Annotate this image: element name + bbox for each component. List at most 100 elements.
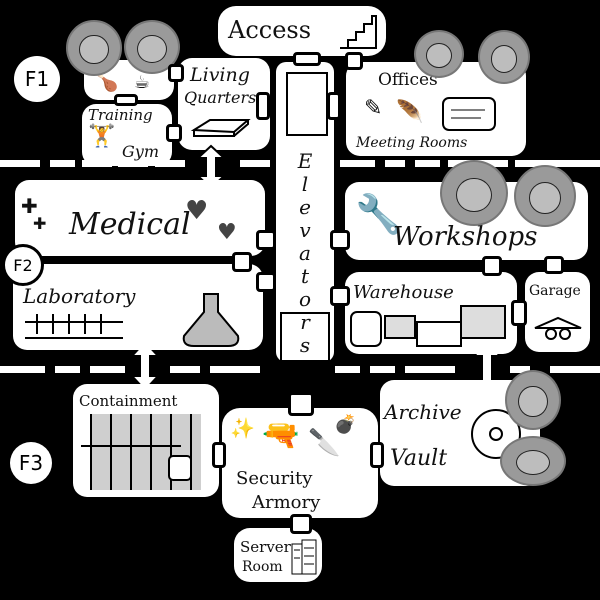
divider-dash <box>415 160 440 167</box>
workshops-label: Workshops <box>393 222 538 252</box>
archive-label: Archive <box>384 400 462 424</box>
flask-icon <box>182 293 240 347</box>
character-avatar <box>66 20 122 76</box>
divider-dash <box>385 160 405 167</box>
access-label: Access <box>228 16 312 44</box>
divider-dash <box>370 366 395 373</box>
magic-wand-icon: ✨ <box>230 416 255 440</box>
divider-dash <box>335 366 360 373</box>
room-laboratory[interactable]: Laboratory <box>13 264 263 350</box>
divider-dash <box>550 366 600 373</box>
security-label: Security <box>236 468 313 489</box>
meeting-rooms-label: Meeting Rooms <box>356 135 468 151</box>
door[interactable] <box>345 52 363 70</box>
character-avatar <box>500 436 566 486</box>
crates-icon <box>350 305 506 347</box>
divider-dash <box>340 160 375 167</box>
test-tubes-icon <box>25 314 123 339</box>
server-room-label: Server <box>240 538 291 556</box>
divider-dash <box>155 160 185 167</box>
room-garage[interactable]: Garage <box>525 272 590 352</box>
bandaged-heart-icon: ♥ <box>185 196 209 226</box>
quill-icon: 🪶 <box>396 100 424 125</box>
door[interactable] <box>232 252 252 272</box>
character-avatar <box>505 370 561 430</box>
medical-cross-icon: ✚ <box>33 214 47 233</box>
door[interactable] <box>370 442 384 468</box>
warehouse-label: Warehouse <box>353 282 454 303</box>
door[interactable] <box>114 94 138 106</box>
character-avatar <box>478 30 530 84</box>
laboratory-label: Laboratory <box>23 284 136 308</box>
garage-label: Garage <box>529 283 581 299</box>
offices-label: Offices <box>378 70 438 90</box>
room-access[interactable]: Access <box>218 6 386 56</box>
elevators-label: E l e v a t o r s <box>280 150 330 357</box>
scroll-icon <box>442 97 496 131</box>
knife-icon: 🔪 <box>308 428 341 458</box>
divider-dash <box>240 160 270 167</box>
floor-label-f3: F3 <box>10 442 52 484</box>
elevators-letter: t <box>300 264 310 288</box>
heart-syringe-icon: ♥ <box>217 220 237 245</box>
medical-cross-icon: ✚ <box>21 194 38 218</box>
door[interactable] <box>544 256 564 274</box>
elevators-letter: o <box>298 287 312 311</box>
room-medical[interactable]: ✚ ✚ Medical ♥ ♥ <box>15 180 265 256</box>
armory-label: Armory <box>252 492 321 513</box>
elevators-letter: a <box>299 241 311 265</box>
door[interactable] <box>256 272 276 292</box>
door[interactable] <box>330 230 350 250</box>
door[interactable] <box>256 92 270 120</box>
coffee-cup-icon: ☕ <box>134 72 151 93</box>
door[interactable] <box>288 392 314 416</box>
door[interactable] <box>293 52 321 66</box>
ray-gun-icon: 🔫 <box>262 418 300 453</box>
living-quarters-label: Quarters <box>184 88 257 107</box>
containment-label: Containment <box>79 392 178 410</box>
room-training-gym[interactable]: Training 🏋 Gym <box>82 104 172 166</box>
server-rack-icon <box>291 539 317 575</box>
character-avatar <box>440 160 508 226</box>
hover-vehicle-icon <box>534 316 582 340</box>
door[interactable] <box>327 92 341 120</box>
living-quarters-label: Living <box>190 64 250 86</box>
divider-dash <box>405 366 455 373</box>
divider-dash <box>510 366 530 373</box>
room-warehouse[interactable]: Warehouse <box>345 272 517 354</box>
door[interactable] <box>330 286 350 306</box>
room-containment[interactable]: Containment <box>73 384 219 497</box>
stairs-icon <box>340 15 377 49</box>
server-room-label: Room <box>242 559 283 575</box>
door[interactable] <box>166 124 182 142</box>
elevators-letter: E <box>297 149 313 173</box>
training-gym-label: Gym <box>122 142 159 161</box>
door[interactable] <box>212 442 226 468</box>
elevators-letter: e <box>299 195 311 219</box>
room-server-room[interactable]: Server Room <box>234 528 322 582</box>
door[interactable] <box>511 300 527 326</box>
door[interactable] <box>482 256 502 276</box>
door[interactable] <box>290 514 312 534</box>
divider-dash <box>0 366 45 373</box>
elevators-letter: s <box>299 333 311 357</box>
elevator-door-icon <box>286 72 328 136</box>
room-elevators[interactable]: E l e v a t o r s <box>276 62 334 362</box>
room-security-armory[interactable]: ✨ 🔫 🔪 💣 Security Armory <box>222 408 378 518</box>
divider-dash <box>90 366 125 373</box>
food-icon: 🍗 <box>96 72 119 93</box>
dumbbell-icon: 🏋 <box>88 124 116 149</box>
door[interactable] <box>168 64 184 82</box>
bed-icon <box>190 119 251 137</box>
divider-dash <box>50 160 75 167</box>
vault-label: Vault <box>390 446 448 471</box>
elevator-car-icon <box>280 312 330 362</box>
door[interactable] <box>256 230 276 250</box>
jail-cell-bars-icon <box>81 414 201 490</box>
character-avatar <box>514 165 576 227</box>
divider-dash <box>55 366 80 373</box>
room-living-quarters[interactable]: Living Quarters <box>178 58 270 150</box>
pencil-cup-icon: ✎ <box>364 96 383 121</box>
training-gym-label: Training <box>88 106 153 124</box>
elevators-letter: v <box>299 218 311 242</box>
